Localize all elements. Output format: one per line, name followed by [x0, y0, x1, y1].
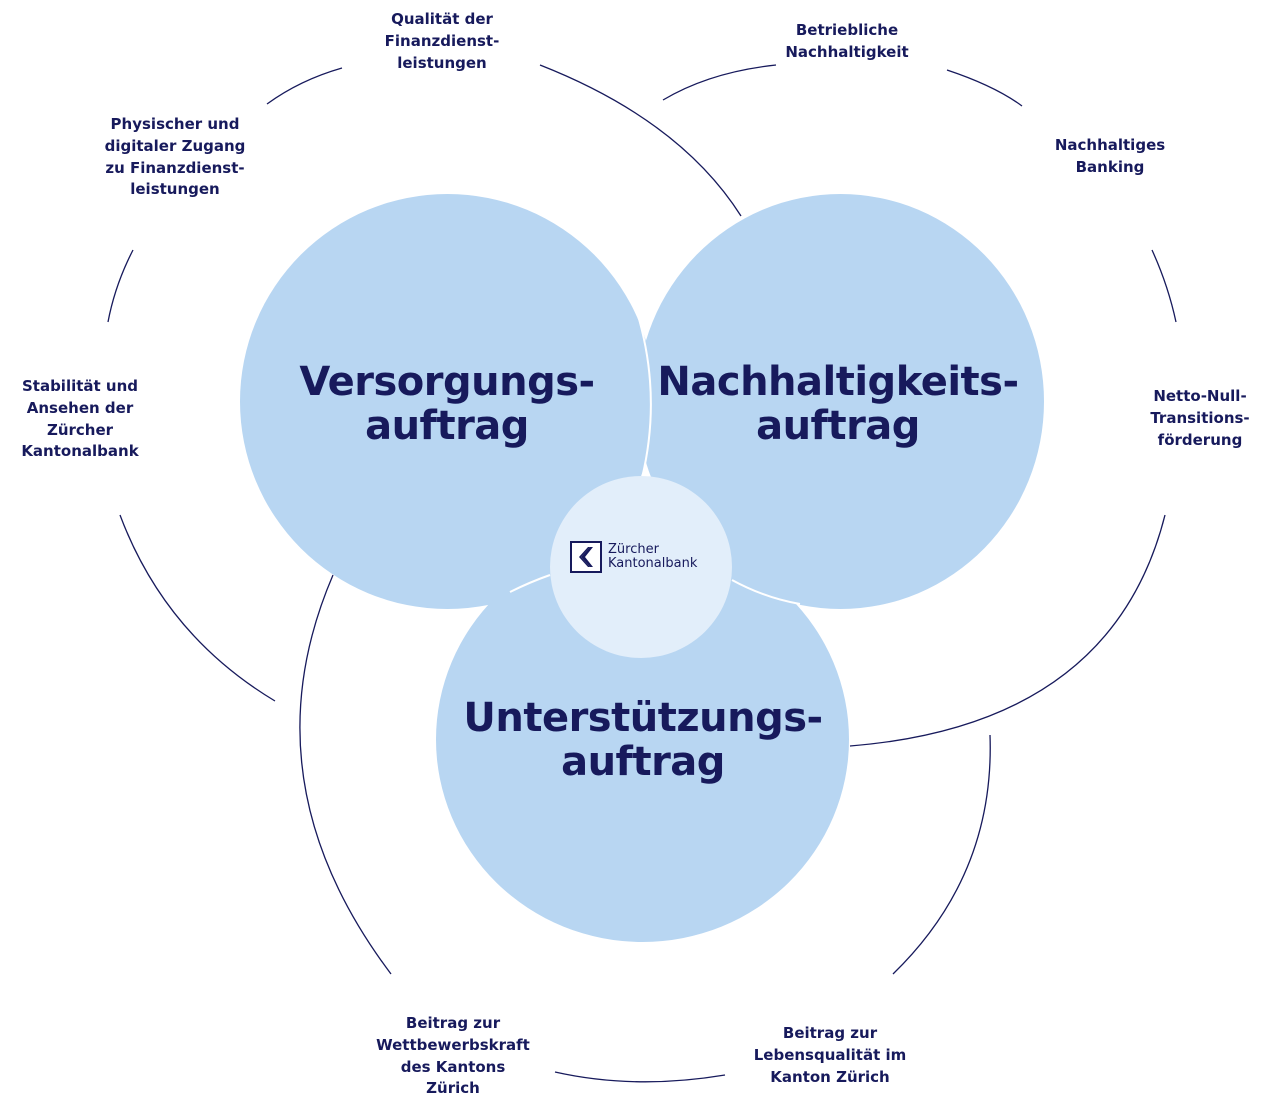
arc-top-left	[266, 67, 343, 105]
label-unterstuetzungsauftrag: Unterstützungs- auftrag	[463, 695, 823, 785]
arc-right-upper	[1151, 249, 1177, 323]
arc-unterstuetzung-left	[299, 574, 392, 975]
label-lebensqualitaet: Beitrag zur Lebensqualität im Kanton Zür…	[753, 1024, 907, 1086]
logo-text: Zürcher Kantonalbank	[608, 541, 698, 571]
label-wettbewerbskraft: Beitrag zur Wettbewerbskraft des Kantons…	[376, 1014, 530, 1098]
arc-top-right	[662, 64, 777, 101]
arc-top-right-2	[946, 69, 1023, 107]
arc-right-bottom	[892, 734, 991, 975]
label-versorgungsauftrag: Versorgungs- auftrag	[299, 359, 595, 449]
label-stabilitaet: Stabilität und Ansehen der Zürcher Kanto…	[21, 377, 139, 461]
label-nachhaltigkeitsauftrag: Nachhaltigkeits- auftrag	[657, 359, 1019, 449]
arc-left-lower	[119, 514, 276, 702]
label-qualitaet: Qualität der Finanzdienst- leistungen	[384, 10, 500, 72]
label-betriebliche-nachhaltigkeit: Betriebliche Nachhaltigkeit	[785, 21, 909, 61]
zkb-logo: Zürcher Kantonalbank	[570, 541, 697, 573]
separator-versorgung-unterstuetzung	[509, 574, 551, 593]
arc-left-upper	[107, 249, 134, 323]
arc-bottom	[554, 1071, 726, 1083]
separator-versorgung-nachhaltigkeit	[636, 311, 652, 479]
zkb-chevron-logo-icon	[570, 541, 602, 573]
label-zugang: Physischer und digitaler Zugang zu Finan…	[104, 115, 246, 199]
label-netto-null: Netto-Null- Transitions- förderung	[1150, 387, 1250, 449]
label-nachhaltiges-banking: Nachhaltiges Banking	[1054, 136, 1166, 176]
arc-versorgung-top	[539, 64, 742, 217]
arc-right-lower	[849, 514, 1166, 747]
separator-nachhaltigkeit-unterstuetzung	[731, 579, 801, 605]
